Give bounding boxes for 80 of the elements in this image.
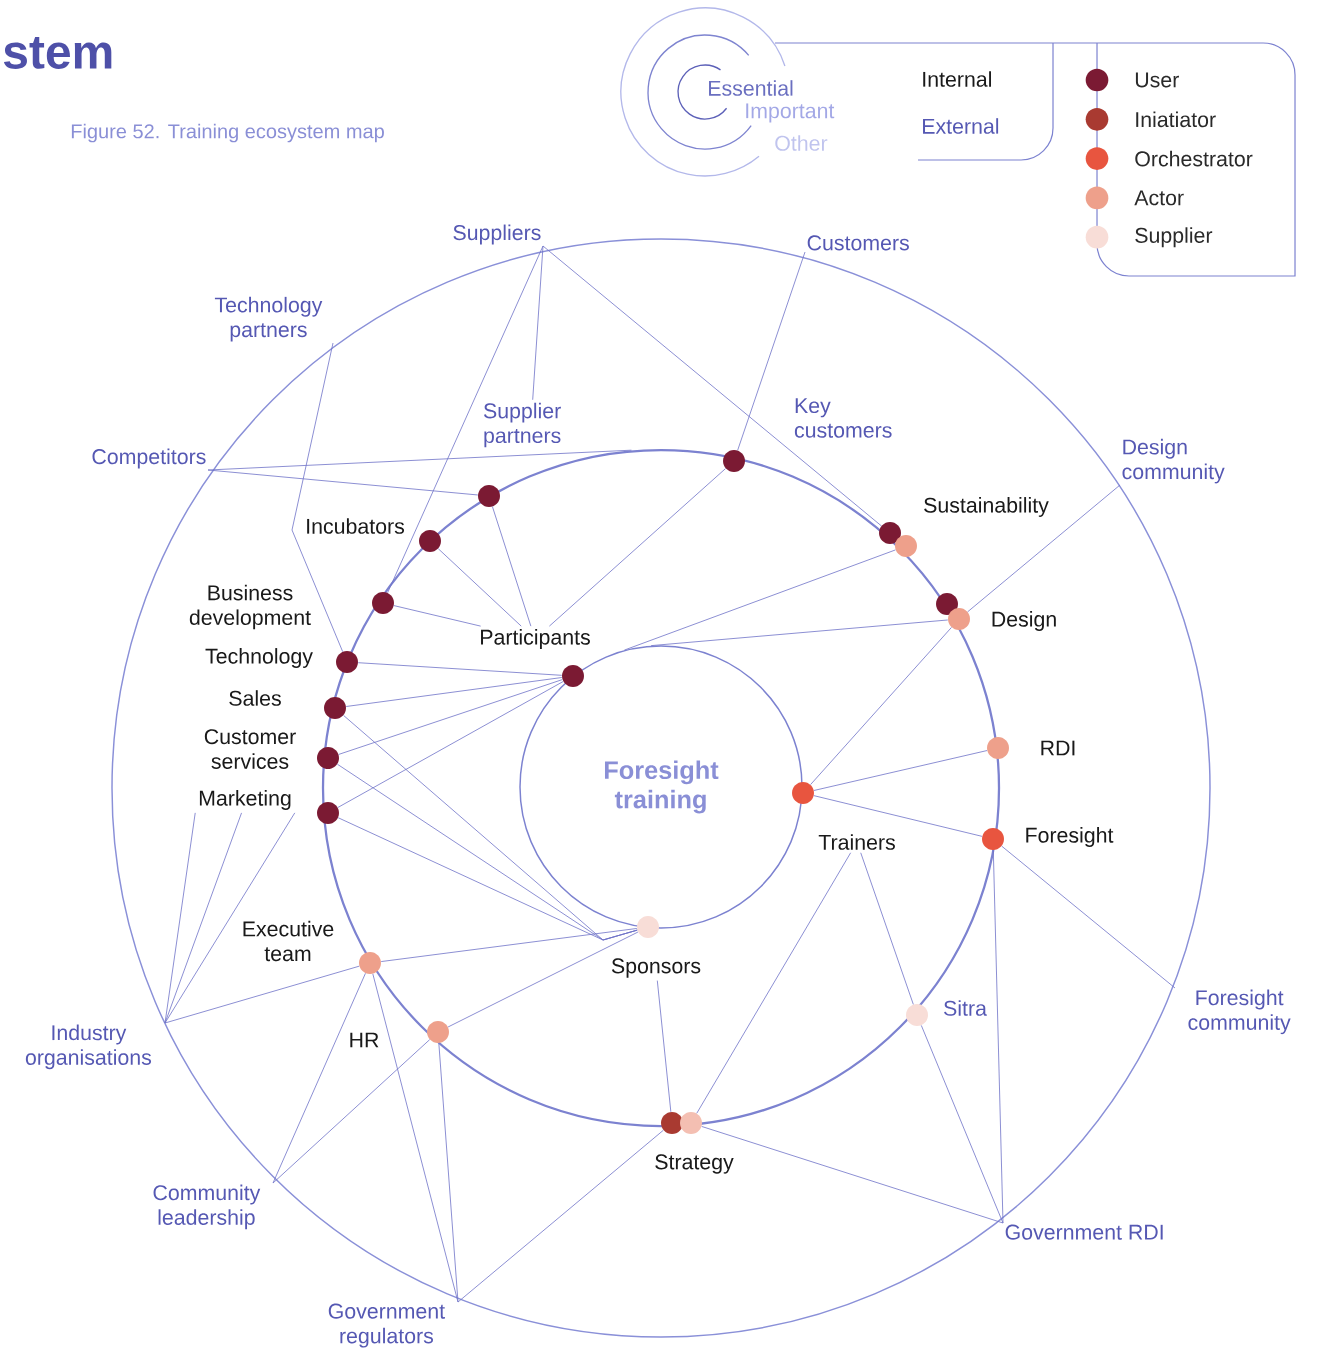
stakeholder-label: Foresight — [1026, 827, 1114, 847]
legend-label: Iniatiator — [1136, 111, 1216, 128]
connector-line — [548, 468, 726, 627]
stakeholder-label: Technology — [205, 648, 313, 668]
key-label: Essential — [709, 80, 793, 96]
connector-line — [164, 812, 242, 1024]
connector-line — [438, 1042, 459, 1303]
legend-label: Supplier — [1135, 227, 1213, 248]
key-label: Important — [746, 103, 835, 123]
stakeholder-label: Sitra — [944, 1000, 987, 1016]
stakeholder-label: Design — [992, 611, 1056, 631]
stakeholder-dot — [680, 1112, 702, 1134]
stakeholder-label: Incubators — [307, 518, 404, 534]
stakeholder-label: Sponsors — [611, 958, 701, 978]
connector-line — [737, 251, 806, 451]
connector-line — [338, 679, 563, 755]
stakeholder-label: HR — [350, 1032, 379, 1048]
connector-line — [447, 931, 639, 1028]
stakeholder-label: Suppliers — [453, 224, 541, 245]
stakeholder-dot — [895, 535, 917, 557]
connector-line — [813, 750, 988, 791]
legend-label: User — [1135, 72, 1179, 88]
connector-line — [532, 245, 544, 401]
connector-line — [492, 506, 532, 627]
stakeholder-label: Government regulators — [328, 1303, 445, 1348]
connector-line — [345, 677, 563, 707]
heading: stem — [3, 37, 112, 69]
connector-line — [337, 681, 564, 808]
stakeholder-label: RDI — [1041, 740, 1075, 756]
connector-line — [920, 1025, 1004, 1224]
legend-label: Orchestrator — [1135, 150, 1253, 167]
stakeholder-label: Community leadership — [153, 1184, 261, 1230]
connector-line — [457, 1129, 664, 1303]
key-label: Internal — [923, 71, 991, 87]
stakeholder-label: Customer services — [204, 729, 296, 769]
stakeholder-label: Design community — [1122, 438, 1225, 484]
stakeholder-label: Competitors — [92, 448, 206, 469]
stakeholder-label: Customers — [807, 235, 909, 251]
stakeholder-label: Trainers — [818, 834, 895, 850]
connector-line — [207, 449, 632, 471]
connector-line — [813, 795, 983, 837]
stakeholder-label: Foresight community — [1188, 989, 1291, 1035]
stakeholder-label: Strategy — [655, 1154, 734, 1174]
stakeholder-label: Sustainability — [924, 497, 1049, 517]
connector-line — [810, 627, 952, 785]
connector-line — [291, 342, 344, 652]
key-label: Other — [775, 135, 828, 151]
connector-line — [623, 549, 896, 651]
connector-line — [860, 852, 914, 1005]
stakeholder-label: Key customers — [794, 398, 892, 438]
stakeholder-label: Technology partners — [214, 296, 323, 342]
connector-line — [992, 849, 1004, 1224]
connector-line — [542, 245, 882, 527]
connector-line — [1001, 845, 1176, 989]
connector-line — [701, 1126, 1004, 1224]
connector-line — [164, 965, 360, 1024]
stakeholder-label: Sales — [229, 690, 281, 706]
connector-line — [272, 972, 366, 1184]
connector-line — [696, 852, 852, 1114]
stakeholder-label: Industry organisations — [25, 1024, 152, 1070]
connector-line — [650, 619, 949, 647]
connector-line — [656, 980, 672, 1113]
connector-line — [967, 484, 1121, 613]
connector-line — [380, 928, 638, 962]
stakeholder-label: Marketing — [199, 790, 291, 810]
connector-line — [272, 1039, 431, 1184]
connector-line — [164, 812, 296, 1024]
connector-line — [393, 605, 482, 627]
connector-line — [387, 245, 544, 594]
figure-caption: Figure 52. Training ecosystem map — [71, 123, 384, 143]
connector-line — [357, 662, 563, 676]
stakeholder-label: Government RDI — [1005, 1224, 1163, 1240]
stakeholder-label: Business development — [189, 584, 311, 630]
connector-line — [337, 817, 638, 941]
stakeholder-label: Executive team — [243, 920, 334, 962]
connector-line — [437, 548, 522, 627]
stakeholder-label: Supplier partners — [483, 402, 561, 448]
stakeholder-dot — [948, 608, 970, 630]
legend-label: Actor — [1134, 190, 1184, 206]
key-label: External — [923, 118, 999, 134]
